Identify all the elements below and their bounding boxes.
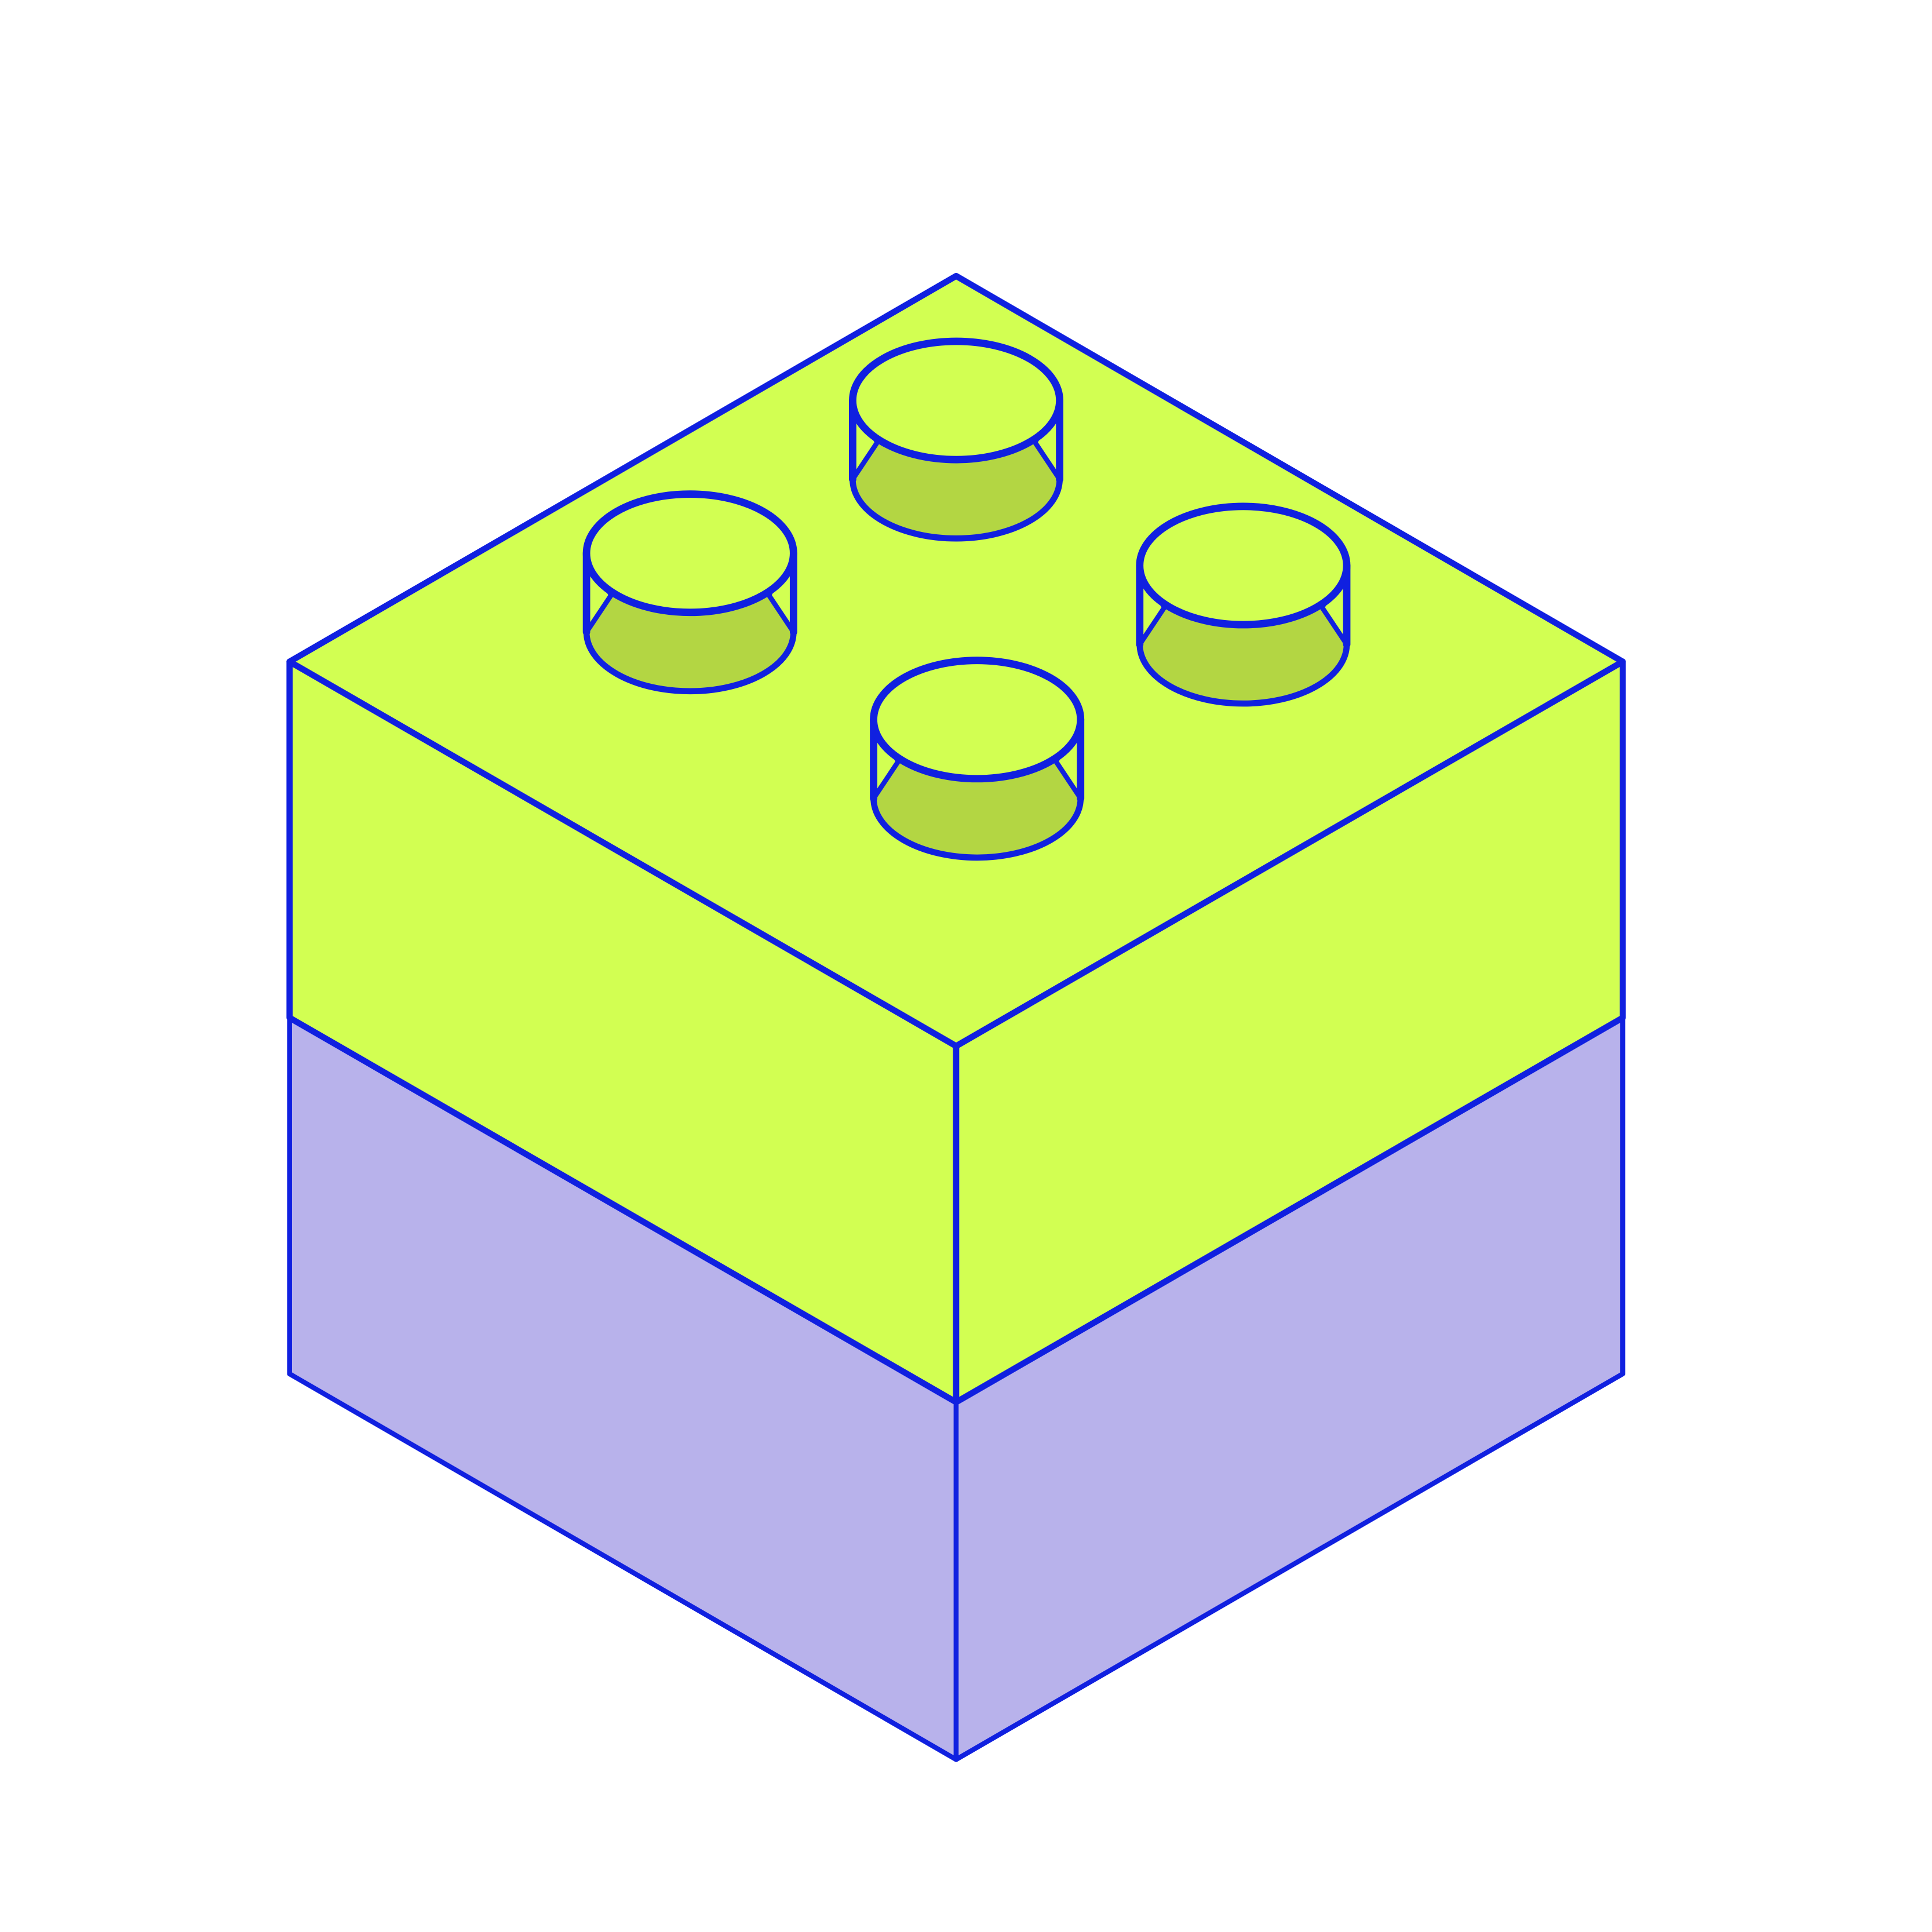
stud-top: [582, 490, 797, 617]
stud-top: [1136, 502, 1351, 629]
stud: [582, 490, 797, 695]
stud: [1136, 502, 1351, 707]
upper-right-face: [953, 658, 1626, 1406]
stud-top: [870, 657, 1085, 783]
stud-top: [849, 337, 1063, 464]
stud: [870, 657, 1085, 861]
stud: [849, 337, 1063, 542]
